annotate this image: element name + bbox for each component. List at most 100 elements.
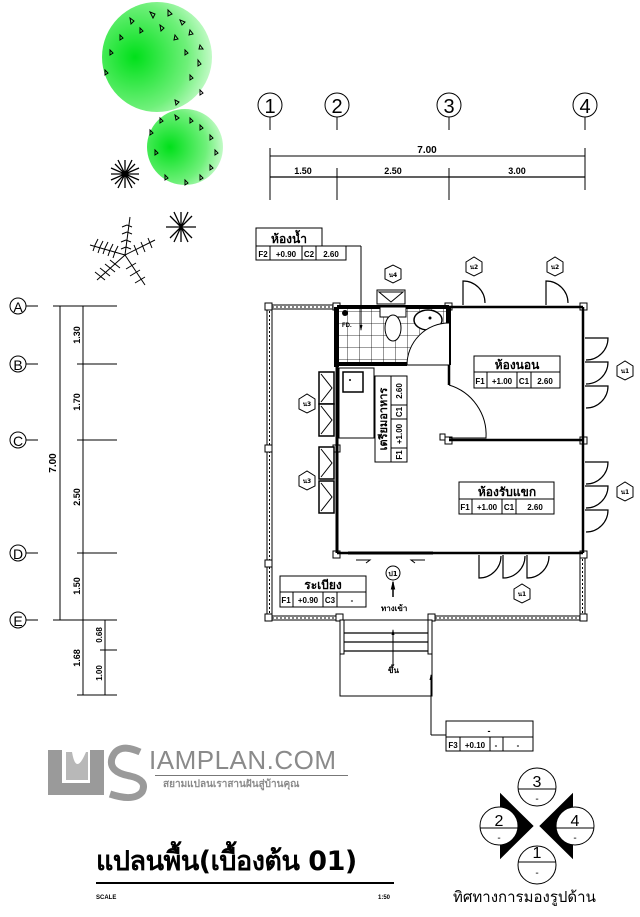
svg-text:น3: น3 (303, 401, 311, 408)
svg-text:2: 2 (331, 96, 342, 118)
dim-segment: 3.00 (508, 166, 526, 176)
svg-text:2.60: 2.60 (395, 383, 404, 399)
svg-text:+0.90: +0.90 (276, 250, 297, 259)
svg-text:A: A (13, 299, 23, 315)
svg-text:+0.10: +0.10 (465, 741, 486, 750)
grid-bubble-2: 2 (324, 92, 350, 130)
svg-text:+0.90: +0.90 (298, 596, 319, 605)
window-tag-n4: น4 (384, 264, 402, 284)
svg-text:C1: C1 (504, 503, 515, 512)
room-label-living: ห้องรับแขก F1 +1.00 C1 2.60 (458, 481, 555, 515)
svg-text:น1: น1 (621, 368, 629, 375)
sink-icon (349, 379, 351, 381)
svg-text:+1.00: +1.00 (492, 377, 513, 386)
dim-segment: 1.50 (294, 166, 312, 176)
svg-text:น1: น1 (621, 489, 629, 496)
vertical-dimensions (53, 305, 117, 696)
view-bubble-3: 3- (517, 767, 557, 807)
logo-wordmark: IAMPLAN.COM (149, 745, 337, 775)
scale-label: SCALE (96, 895, 117, 901)
bedroom-door-swing (448, 384, 487, 439)
svg-text:-: - (573, 833, 576, 844)
svg-text:3: 3 (533, 774, 542, 791)
logo-divider (155, 775, 348, 776)
grid-bubble-3: 3 (436, 92, 462, 130)
view-direction-symbol: 3- 2- 4- 1- (479, 767, 595, 885)
svg-text:-: - (535, 868, 538, 879)
svg-text:2.60: 2.60 (527, 503, 543, 512)
svg-text:น2: น2 (551, 264, 559, 271)
right-doors (478, 337, 609, 579)
grid-bubble-d: D (9, 544, 38, 562)
svg-text:-: - (497, 833, 500, 844)
dim-segment: 1.50 (72, 577, 82, 595)
dim-total-height: 7.00 (48, 453, 59, 473)
svg-text:3: 3 (443, 96, 454, 118)
horizontal-dimensions (269, 148, 586, 200)
svg-text:-: - (495, 741, 498, 750)
grid-bubble-e: E (9, 611, 38, 629)
svg-text:C1: C1 (395, 406, 404, 417)
grid-bubble-4: 4 (572, 92, 598, 130)
svg-text:4: 4 (579, 96, 590, 118)
svg-text:1: 1 (264, 96, 275, 118)
svg-text:F3: F3 (448, 741, 458, 750)
svg-text:ห้องนอน: ห้องนอน (495, 358, 540, 372)
dim-segment: 0.68 (95, 627, 104, 643)
dim-segment: 1.30 (72, 326, 82, 344)
svg-text:ป1: ป1 (388, 570, 397, 578)
window-tag-n3: น3 (298, 470, 316, 491)
svg-text:D: D (13, 546, 23, 562)
tree-icon (147, 109, 223, 185)
dim-segment: 1.70 (72, 393, 82, 411)
dim-segment: 2.50 (384, 166, 402, 176)
svg-text:น4: น4 (389, 272, 397, 279)
window-tag-n2: น2 (465, 256, 483, 277)
room-label-bedroom: ห้องนอน F1 +1.00 C1 2.60 (473, 355, 561, 389)
tags: น4 น2 น2 น1 น1 น1 น3 น3 ป1 (298, 256, 634, 604)
svg-text:เตรียมอาหาร: เตรียมอาหาร (377, 388, 390, 451)
svg-text:4: 4 (571, 813, 580, 830)
dim-segment: 1.00 (95, 665, 104, 681)
grid-bubble-b: B (9, 355, 38, 373)
siamplan-logo-icon (48, 744, 147, 801)
svg-text:2.60: 2.60 (323, 250, 339, 259)
tree-icon (102, 2, 212, 112)
entrance-door (348, 551, 433, 564)
window-tag-n3: น3 (298, 393, 316, 414)
view-bubble-4: 4- (555, 806, 595, 846)
entrance-label: ทางเข้า (381, 603, 407, 613)
window-tag-n1: น1 (513, 583, 531, 604)
column-grid: 1 2 3 4 (257, 92, 598, 130)
dim-segment: 2.50 (72, 488, 82, 506)
svg-text:C: C (13, 433, 23, 449)
svg-text:B: B (13, 357, 22, 373)
room-label-bathroom: ห้องน้ำ F2 +0.90 C2 2.60 (255, 227, 347, 261)
svg-text:+1.00: +1.00 (477, 503, 498, 512)
svg-text:1: 1 (533, 845, 542, 862)
grid-bubble-a: A (9, 297, 38, 315)
shrub-icon (110, 159, 140, 189)
svg-text:FD.: FD. (342, 323, 352, 329)
palm-icon (89, 216, 156, 286)
svg-text:E: E (13, 613, 22, 629)
svg-text:ระเบียง: ระเบียง (304, 578, 342, 592)
grid-bubble-c: C (9, 431, 38, 449)
svg-text:-: - (351, 596, 354, 605)
svg-text:C3: C3 (325, 596, 336, 605)
grid-bubble-1: 1 (257, 92, 283, 130)
up-label: ขึ้น (388, 664, 399, 675)
svg-text:F1: F1 (475, 377, 485, 386)
room-label-ground: - F3 +0.10 - - (445, 720, 534, 752)
toilet-icon (384, 314, 402, 342)
svg-text:+1.00: +1.00 (395, 423, 404, 444)
shrub-icon (166, 211, 196, 243)
svg-text:ห้องน้ำ: ห้องน้ำ (271, 229, 307, 246)
svg-text:F1: F1 (460, 503, 470, 512)
floor-drain-icon (342, 310, 348, 316)
svg-text:F1: F1 (395, 450, 404, 460)
kitchen-windows (318, 371, 335, 514)
bathroom: FD. (334, 289, 451, 367)
svg-text:2.60: 2.60 (537, 377, 553, 386)
svg-text:น1: น1 (518, 591, 526, 598)
